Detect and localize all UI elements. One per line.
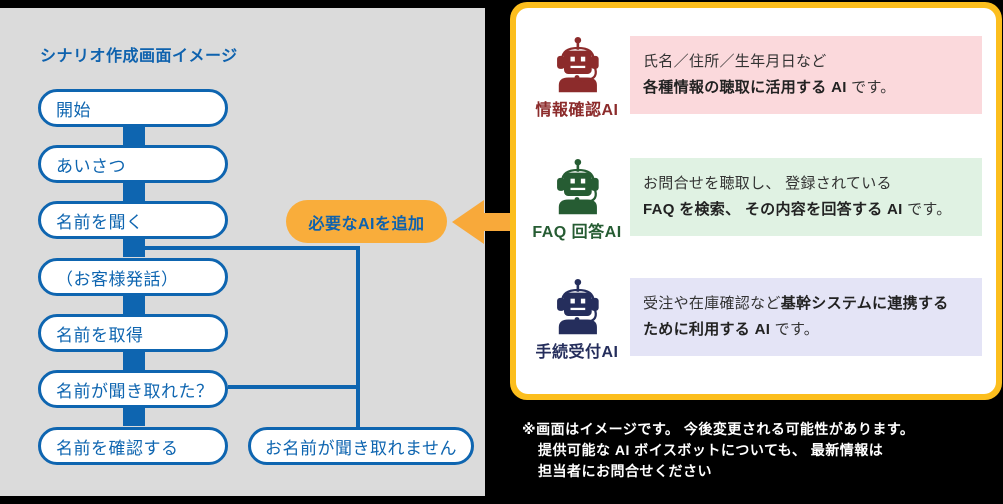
ai-description: お問合せを聴取し、 登録されている FAQ を検索、 その内容を回答する AI … [630, 158, 982, 236]
flow-connector [123, 239, 145, 257]
ai-description-line: 受注や在庫確認など基幹システムに連携する [643, 295, 949, 312]
robot-headset-icon [551, 36, 603, 93]
flow-connector [123, 296, 145, 314]
ai-description-line: 各種情報の聴取に活用する AI です。 [643, 79, 896, 96]
left-arrow-icon [452, 200, 514, 244]
disclaimer-line: ※画面はイメージです。 今後変更される可能性があります。 [522, 421, 915, 437]
panel-title: シナリオ作成画面イメージ [40, 48, 238, 65]
flow-node-ask-name: 名前を聞く [38, 201, 228, 239]
ai-description: 氏名／住所／生年月日など 各種情報の聴取に活用する AI です。 [630, 36, 982, 114]
ai-description-line: お問合せを聴取し、 登録されている [643, 175, 892, 192]
scenario-panel: シナリオ作成画面イメージ 開始 あいさつ 名前を聞く （お客様発話） 名前を取得… [0, 8, 485, 496]
disclaimer-line: 提供可能な AI ボイスボットについても、 最新情報は [538, 442, 884, 458]
ai-list-panel: 情報確認AI 氏名／住所／生年月日など 各種情報の聴取に活用する AI です。 … [510, 2, 1002, 400]
ai-description-line: FAQ を検索、 その内容を回答する AI です。 [643, 201, 952, 218]
add-ai-callout: 必要なAIを追加 [286, 200, 447, 243]
ai-name-label: 手続受付AI [535, 344, 619, 361]
flow-node-branch-cannot-hear: お名前が聞き取れません [248, 427, 474, 465]
flow-connector [123, 127, 145, 145]
flow-node-name-heard: 名前が聞き取れた？ [38, 370, 228, 408]
robot-headset-icon [551, 158, 603, 215]
flow-connector [123, 352, 145, 370]
flow-node-start: 開始 [38, 89, 228, 127]
flow-node-get-name: 名前を取得 [38, 314, 228, 352]
ai-item-row: 手続受付AI 受注や在庫確認など基幹システムに連携する ために利用する AI で… [524, 278, 988, 362]
flow-connector [123, 183, 145, 201]
disclaimer-note: ※画面はイメージです。 今後変更される可能性があります。 提供可能な AI ボイ… [522, 419, 914, 482]
flow-node-confirm-name: 名前を確認する [38, 427, 228, 465]
flow-node-greeting: あいさつ [38, 145, 228, 183]
ai-description: 受注や在庫確認など基幹システムに連携する ために利用する AI です。 [630, 278, 982, 356]
ai-name-label: 情報確認AI [535, 102, 619, 119]
branch-line-vertical [356, 246, 360, 427]
ai-item-row: FAQ 回答AI お問合せを聴取し、 登録されている FAQ を検索、 その内容… [524, 158, 988, 242]
ai-item-row: 情報確認AI 氏名／住所／生年月日など 各種情報の聴取に活用する AI です。 [524, 36, 988, 120]
branch-line-horizontal-top [145, 246, 360, 250]
ai-description-line: 氏名／住所／生年月日など [643, 53, 827, 70]
flow-node-customer-utterance: （お客様発話） [38, 258, 228, 296]
ai-icon-block: 情報確認AI [524, 36, 630, 120]
disclaimer-line: 担当者にお問合せください [538, 463, 712, 479]
ai-name-label: FAQ 回答AI [532, 224, 622, 241]
ai-icon-block: FAQ 回答AI [524, 158, 630, 242]
branch-line-horizontal-bottom [228, 385, 360, 389]
ai-icon-block: 手続受付AI [524, 278, 630, 362]
robot-headset-icon [551, 278, 603, 335]
ai-description-line: ために利用する AI です。 [643, 321, 820, 338]
flow-connector [123, 408, 145, 426]
